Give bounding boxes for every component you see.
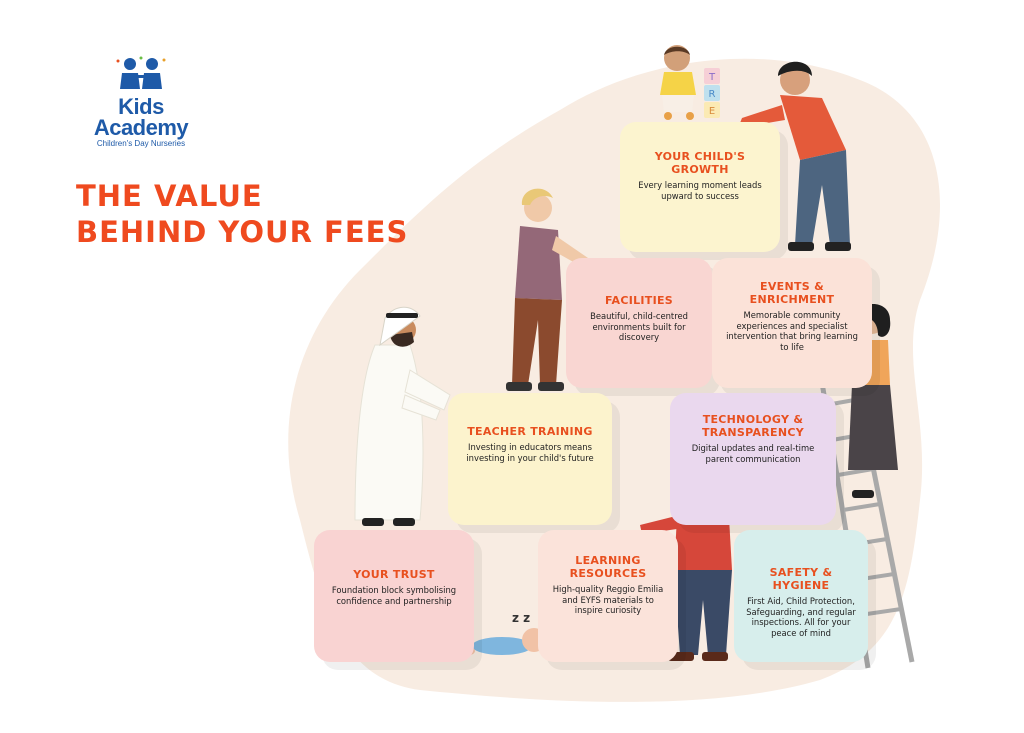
block-title: EVENTS & ENRICHMENT: [749, 280, 835, 306]
block-description: Beautiful, child-centred environments bu…: [590, 311, 688, 342]
toy-block: [704, 102, 720, 118]
block-description: Foundation block symbolising confidence …: [331, 585, 457, 606]
block-title: SAFETY & HYGIENE: [769, 566, 833, 592]
block-description: Every learning moment leads upward to su…: [638, 180, 762, 201]
toy-block-stack: T R E: [704, 68, 720, 118]
block-facilities: FACILITIES Beautiful, child-centred envi…: [566, 258, 712, 388]
title-line1: THE VALUE: [76, 179, 263, 213]
block-title: TEACHER TRAINING: [467, 425, 593, 438]
logo: Kids Academy Children's Day Nurseries: [86, 55, 196, 149]
block-title: YOUR TRUST: [353, 568, 435, 581]
block-events-enrichment: EVENTS & ENRICHMENT Memorable community …: [712, 258, 872, 388]
block-teacher-training: TEACHER TRAINING Investing in educators …: [448, 393, 612, 525]
title-line2: BEHIND YOUR FEES: [76, 215, 409, 249]
block-title: YOUR CHILD'S GROWTH: [654, 150, 746, 176]
block-technology-transparency: TECHNOLOGY & TRANSPARENCY Digital update…: [670, 393, 836, 525]
person-man-in-thobe: [354, 306, 451, 526]
block-title: FACILITIES: [604, 294, 674, 307]
logo-name-line2: Academy: [93, 115, 189, 140]
toy-block-letter: E: [709, 106, 715, 117]
toy-block: [704, 85, 720, 101]
logo-tagline: Children's Day Nurseries: [96, 139, 186, 148]
block-your-childs-growth: YOUR CHILD'S GROWTH Every learning momen…: [620, 122, 780, 252]
block-description: High-quality Reggio Emilia and EYFS mate…: [552, 584, 664, 615]
toy-block-letter: R: [709, 89, 716, 100]
children-silhouette-icon: [116, 56, 166, 89]
toy-block: [704, 68, 720, 84]
block-your-trust: YOUR TRUST Foundation block symbolising …: [314, 530, 474, 662]
toy-block-letter: T: [708, 72, 716, 83]
block-title: LEARNING RESOURCES: [569, 554, 647, 580]
block-learning-resources: LEARNING RESOURCES High-quality Reggio E…: [538, 530, 678, 662]
block-description: First Aid, Child Protection, Safeguardin…: [746, 596, 856, 638]
block-description: Memorable community experiences and spec…: [726, 310, 858, 352]
page-title: THE VALUE BEHIND YOUR FEES: [76, 178, 408, 250]
person-toddler: [660, 45, 696, 120]
person-man-red-shirt: [738, 61, 851, 251]
block-description: Investing in educators means investing i…: [466, 442, 594, 463]
block-title: TECHNOLOGY & TRANSPARENCY: [701, 413, 804, 439]
logo-name-line1: Kids: [118, 94, 164, 119]
block-description: Digital updates and real-time parent com…: [691, 443, 815, 464]
block-safety-hygiene: SAFETY & HYGIENE First Aid, Child Protec…: [734, 530, 868, 662]
sleep-indicator: z z: [512, 611, 530, 625]
